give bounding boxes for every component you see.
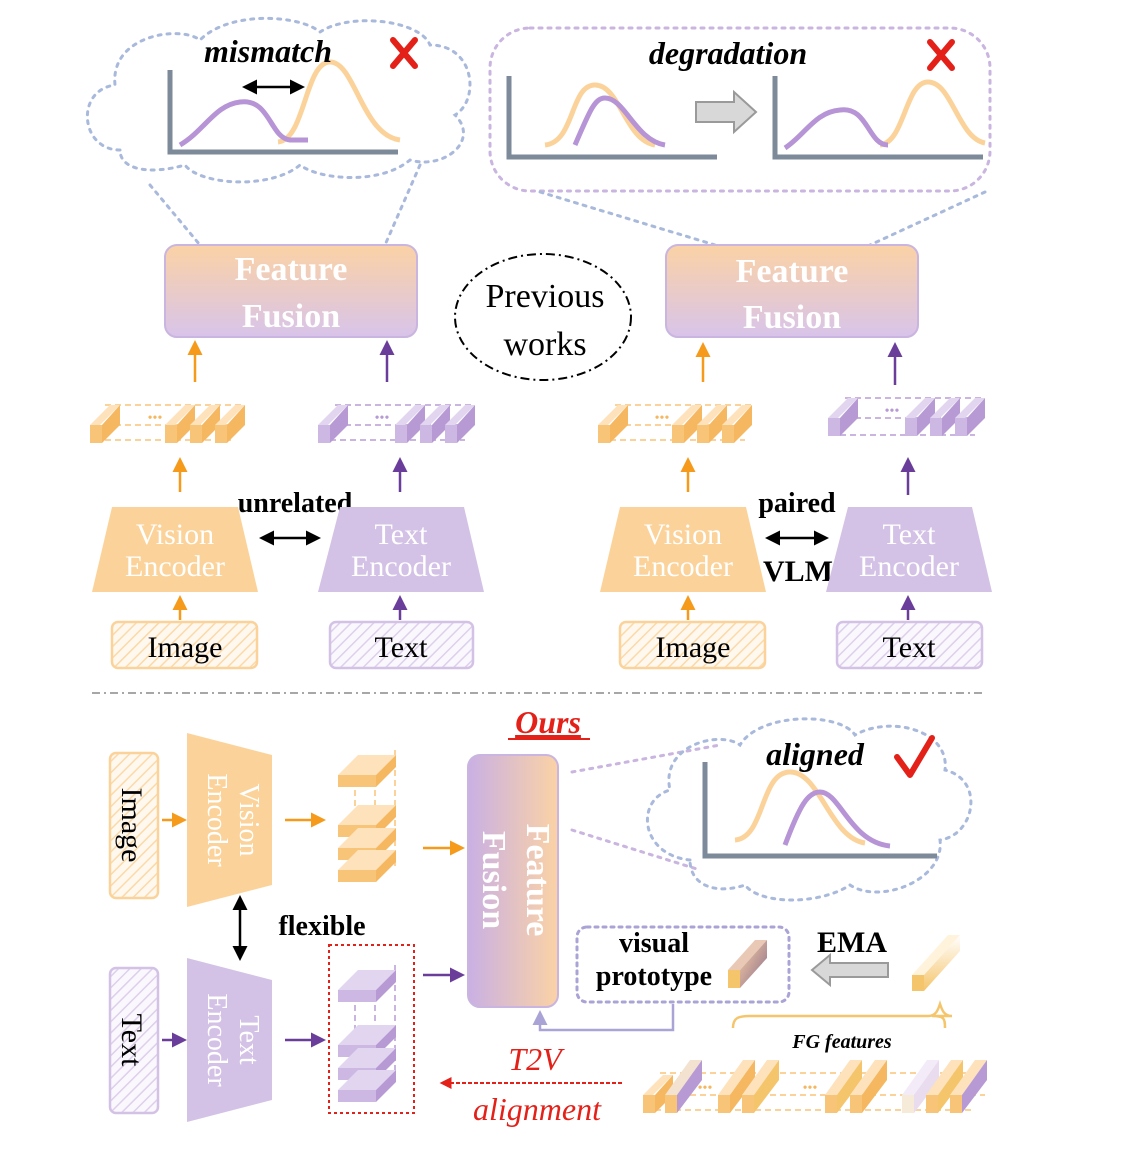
image-input-label: Image <box>115 788 148 863</box>
flexible-label: flexible <box>278 911 365 942</box>
bottom-panel: Ours Image Vision Encoder Feature Fusion <box>108 704 987 1127</box>
mismatch-label: mismatch <box>204 33 332 69</box>
ema-arrow <box>810 952 889 988</box>
vision-encoder-line1: Vision <box>233 784 264 857</box>
fusion-line2: Fusion <box>743 299 841 336</box>
text-input-label: Text <box>115 1014 148 1068</box>
after-purple-curve <box>783 107 889 151</box>
aligned-orange-curve <box>734 769 866 846</box>
mismatch-chart-axes <box>167 70 398 155</box>
feature-fusion-box <box>164 244 418 338</box>
prototype-to-fusion-arrow <box>532 1004 675 1032</box>
text-input-label: Text <box>375 631 429 664</box>
svg-text:•••: ••• <box>885 404 900 419</box>
fg-representative-token <box>912 935 960 991</box>
text-input-box-right <box>835 620 984 670</box>
text-input-label: Text <box>883 631 937 664</box>
fusion-line1: Feature <box>519 824 556 937</box>
fg-features-label: FG features <box>791 1031 892 1053</box>
mismatch-cloud <box>86 16 472 184</box>
fusion-line1: Feature <box>736 253 849 290</box>
text-input-box-vertical <box>108 966 160 1115</box>
text-encoder-line1: Text <box>883 518 937 551</box>
text-encoder-vertical <box>187 958 272 1122</box>
visual-prototype-line1: visual <box>619 928 689 959</box>
svg-text:•••: ••• <box>698 1081 713 1096</box>
cross-icon <box>390 37 418 69</box>
vision-encoder-line2: Encoder <box>125 550 225 583</box>
text-encoder-right <box>826 507 992 592</box>
text-feature-box <box>328 944 415 1114</box>
image-input-label: Image <box>148 631 223 664</box>
top-left-panel: mismatch Feature Fusion ••• <box>86 16 484 670</box>
text-encoder-line2: Encoder <box>859 550 959 583</box>
image-feature-tokens-vertical <box>338 750 396 882</box>
mismatch-orange-curve <box>277 59 401 145</box>
visual-prototype-box <box>575 925 791 1004</box>
before-orange-curve <box>544 82 656 148</box>
t2v-label: T2V <box>508 1041 565 1077</box>
before-purple-curve <box>572 95 666 148</box>
check-icon <box>894 735 935 778</box>
vision-encoder <box>92 507 258 592</box>
image-feature-tokens: ••• <box>90 404 245 443</box>
aligned-purple-curve <box>782 789 891 849</box>
text-feature-tokens: ••• <box>318 404 475 443</box>
degradation-chart-before-axes <box>506 76 717 160</box>
degradation-label: degradation <box>649 35 807 71</box>
text-encoder-line2: Encoder <box>351 550 451 583</box>
vision-encoder-line1: Vision <box>136 518 214 551</box>
text-input-box <box>328 620 475 670</box>
image-input-box-vertical <box>108 751 160 900</box>
aligned-cloud <box>645 717 973 902</box>
vlm-label: VLM <box>763 555 833 588</box>
visual-prototype-token <box>728 940 767 988</box>
text-encoder-line1: Text <box>233 1015 264 1065</box>
mismatch-purple-curve <box>178 99 308 148</box>
fusion-line2: Fusion <box>475 831 512 929</box>
text-encoder-line1: Text <box>375 518 429 551</box>
image-input-label: Image <box>656 631 731 664</box>
svg-text:•••: ••• <box>148 411 163 426</box>
feature-fusion-box-right <box>665 244 919 338</box>
previous-works-line2: works <box>503 326 586 363</box>
paired-label: paired <box>758 488 836 519</box>
fg-brace <box>731 1000 953 1029</box>
feature-fusion-box-vertical <box>467 754 559 1008</box>
vision-encoder-line2: Encoder <box>201 773 232 867</box>
after-orange-curve <box>879 79 986 148</box>
text-feature-tokens-right: ••• <box>828 397 985 436</box>
svg-text:•••: ••• <box>375 411 390 426</box>
aligned-label: aligned <box>766 736 865 772</box>
text-encoder <box>318 507 484 592</box>
text-feature-tokens-vertical <box>338 965 396 1102</box>
previous-works-badge: Previous works <box>454 253 632 381</box>
fusion-line1: Feature <box>235 251 348 288</box>
degradation-frame <box>488 26 992 193</box>
ema-label: EMA <box>817 926 887 959</box>
text-encoder-line2: Encoder <box>201 993 232 1087</box>
image-input-box-right <box>618 620 767 670</box>
alignment-label: alignment <box>473 1091 602 1127</box>
previous-works-line1: Previous <box>486 278 605 315</box>
ours-title: Ours <box>515 704 581 740</box>
visual-prototype-line2: prototype <box>596 961 712 992</box>
image-feature-tokens-right: ••• <box>598 404 755 443</box>
degradation-chart-after-axes <box>772 76 983 160</box>
degradation-arrow <box>695 89 758 135</box>
vision-encoder-line1: Vision <box>644 518 722 551</box>
top-right-panel: degradation Feature Fusion ••• <box>488 26 992 670</box>
fg-features-tokens: ••• ••• <box>643 1060 987 1113</box>
aligned-chart-axes <box>702 762 937 859</box>
unrelated-label: unrelated <box>238 488 353 519</box>
svg-text:•••: ••• <box>655 411 670 426</box>
vision-encoder-vertical <box>187 733 272 907</box>
svg-text:•••: ••• <box>803 1081 818 1096</box>
image-input-box <box>110 620 259 670</box>
vision-encoder-right <box>600 507 766 592</box>
vision-encoder-line2: Encoder <box>633 550 733 583</box>
cross-icon <box>927 39 955 71</box>
fusion-line2: Fusion <box>242 298 340 335</box>
